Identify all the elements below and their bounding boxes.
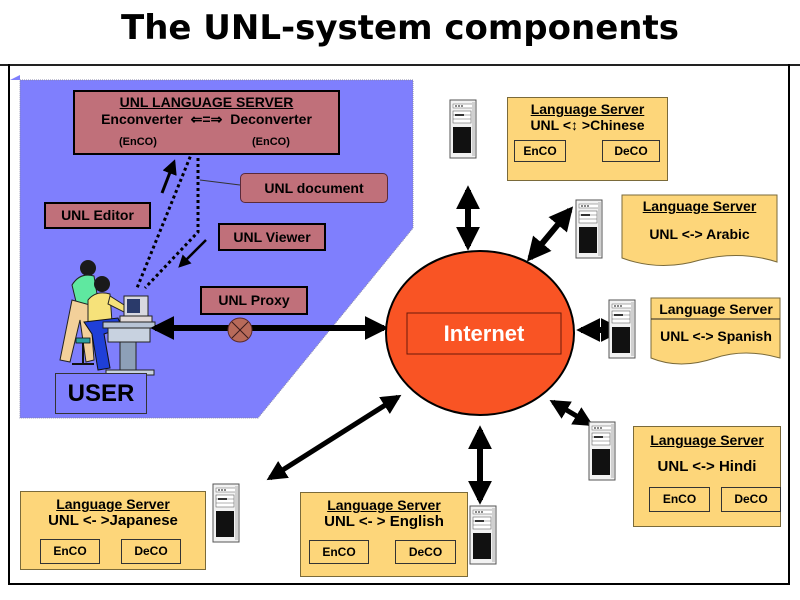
proxy-filter-icon bbox=[227, 317, 253, 343]
arabic-doc-shape bbox=[621, 194, 778, 267]
unl-document-callout: UNL document bbox=[240, 173, 388, 203]
language-server-chinese: Language Server UNL <↕ >Chinese EnCO DeC… bbox=[507, 97, 668, 181]
server-tower-japanese-icon bbox=[212, 483, 240, 543]
server-tower-english-icon bbox=[469, 505, 497, 565]
language-server-english: Language Server UNL <- > English EnCO De… bbox=[300, 492, 468, 577]
english-deco: DeCO bbox=[395, 540, 456, 564]
editor-arrow bbox=[160, 159, 177, 194]
arrow-hindi bbox=[549, 399, 594, 427]
chinese-heading: Language Server bbox=[530, 101, 645, 117]
internet-cloud bbox=[385, 250, 575, 416]
server-tower-chinese-icon bbox=[449, 99, 477, 159]
language-server-arabic: Language Server UNL <-> Arabic bbox=[622, 195, 777, 255]
english-heading: Language Server bbox=[327, 497, 441, 513]
japanese-enco: EnCO bbox=[40, 539, 100, 564]
document-callout-pointer bbox=[199, 179, 241, 186]
server-tower-spanish-icon bbox=[608, 299, 636, 359]
arabic-heading: Language Server bbox=[642, 198, 757, 214]
diagram-frame bbox=[8, 64, 790, 585]
enco-left-label: (EnCO) bbox=[119, 136, 157, 148]
language-server-japanese: Language Server UNL <- >Japanese EnCO De… bbox=[20, 491, 206, 570]
language-server-spanish: Language Server UNL <-> Spanish bbox=[651, 298, 781, 358]
unl-editor-box: UNL Editor bbox=[44, 202, 151, 229]
hindi-heading: Language Server bbox=[650, 432, 764, 448]
dotted-link-editor bbox=[135, 139, 199, 289]
japanese-pair: UNL <- >Japanese bbox=[48, 512, 178, 529]
title-divider bbox=[0, 64, 800, 66]
language-server-hindi: Language Server UNL <-> Hindi EnCO DeCO bbox=[633, 426, 781, 527]
dotted-link-viewer bbox=[143, 140, 200, 290]
chinese-deco: DeCO bbox=[602, 140, 660, 162]
viewer-arrow bbox=[178, 239, 207, 268]
spanish-doc-shape bbox=[650, 297, 781, 365]
corner-flag bbox=[10, 75, 20, 80]
spanish-pair: UNL <-> Spanish bbox=[660, 328, 772, 344]
arrow-japanese bbox=[266, 394, 402, 481]
deconverter-label: Deconverter bbox=[230, 111, 312, 127]
internet-label: Internet bbox=[443, 321, 525, 346]
enconverter-label: Enconverter bbox=[101, 111, 183, 127]
english-pair: UNL <- > English bbox=[324, 513, 444, 530]
english-enco: EnCO bbox=[309, 540, 369, 564]
enco-right-label: (EnCO) bbox=[252, 136, 290, 148]
server-tower-arabic-icon bbox=[575, 199, 603, 259]
hindi-enco: EnCO bbox=[649, 487, 710, 512]
japanese-heading: Language Server bbox=[56, 496, 170, 512]
arabic-pair: UNL <-> Arabic bbox=[649, 226, 750, 242]
hindi-deco: DeCO bbox=[721, 487, 781, 512]
japanese-deco: DeCO bbox=[121, 539, 181, 564]
internet-label-frame bbox=[406, 312, 562, 355]
hindi-pair: UNL <-> Hindi bbox=[657, 458, 757, 475]
converter-row: Enconverter ⇐=⇒ Deconverter bbox=[75, 111, 338, 128]
unl-language-server-box: UNL LANGUAGE SERVER Enconverter ⇐=⇒ Deco… bbox=[73, 90, 340, 155]
user-illustration-icon bbox=[59, 260, 156, 376]
unl-language-server-heading: UNL LANGUAGE SERVER bbox=[119, 94, 294, 110]
chinese-enco: EnCO bbox=[514, 140, 566, 162]
unl-proxy-box: UNL Proxy bbox=[200, 286, 308, 315]
user-label: USER bbox=[55, 373, 147, 414]
spanish-heading: Language Server bbox=[659, 301, 773, 317]
bidirectional-arrow-icon: ⇐=⇒ bbox=[190, 111, 223, 127]
chinese-pair: UNL <↕ >Chinese bbox=[530, 117, 645, 133]
arrow-arabic bbox=[526, 206, 574, 262]
server-tower-hindi-icon bbox=[588, 421, 616, 481]
page-title: The UNL-system components bbox=[121, 8, 679, 48]
unl-viewer-box: UNL Viewer bbox=[218, 223, 326, 251]
